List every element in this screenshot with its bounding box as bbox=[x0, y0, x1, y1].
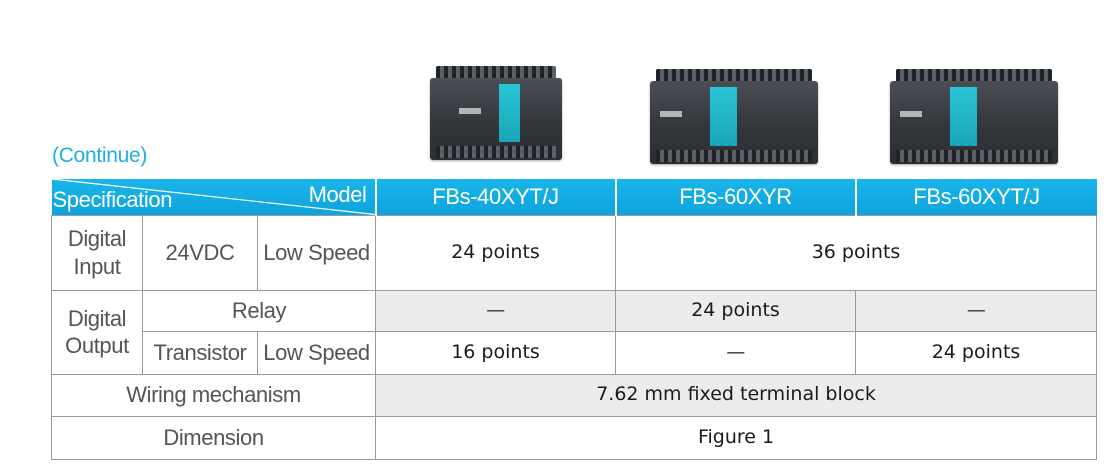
relay-row: Digital Output Relay — 24 points — bbox=[51, 289, 1098, 375]
digital-input-row: Digital Input 24VDC Low Speed 24 points … bbox=[51, 214, 1098, 291]
wiring-value: 7.62 mm fixed terminal block bbox=[375, 373, 1098, 417]
transistor-value-3: 24 points bbox=[855, 330, 1098, 375]
digital-input-label: Digital Input bbox=[51, 214, 143, 291]
digital-input-voltage: 24VDC bbox=[142, 214, 258, 291]
transistor-value-1: 16 points bbox=[375, 330, 617, 375]
wiring-row: Wiring mechanism 7.62 mm fixed terminal … bbox=[50, 373, 1098, 417]
transistor-value-2: — bbox=[615, 330, 857, 375]
product-image-fbs-60xyt-j bbox=[890, 69, 1058, 164]
spec-model-header-cell: Model Specification bbox=[51, 179, 377, 215]
transistor-speed: Low Speed bbox=[256, 330, 377, 375]
relay-value-3: — bbox=[855, 289, 1098, 332]
digital-input-speed: Low Speed bbox=[256, 214, 377, 291]
relay-value-2: 24 points bbox=[615, 289, 857, 332]
digital-output-label: Digital Output bbox=[51, 289, 143, 375]
transistor-row: Transistor Low Speed 16 points — 24 poin… bbox=[52, 330, 1098, 375]
transistor-label: Transistor bbox=[142, 330, 258, 375]
digital-input-value-2: 36 points bbox=[615, 214, 1098, 291]
dimension-row: Dimension Figure 1 bbox=[50, 415, 1098, 460]
wiring-label: Wiring mechanism bbox=[50, 373, 377, 417]
dimension-label: Dimension bbox=[50, 415, 377, 460]
digital-input-value-1: 24 points bbox=[375, 214, 617, 291]
specification-table: Model Specification FBs-40XYT/J FBs-60XY… bbox=[50, 179, 1098, 460]
model-header-3: FBs-60XYT/J bbox=[854, 179, 1097, 215]
product-image-fbs-60xyr bbox=[650, 69, 818, 164]
dimension-value: Figure 1 bbox=[375, 415, 1098, 460]
model-header-1: FBs-40XYT/J bbox=[374, 179, 617, 215]
specification-label: Specification bbox=[52, 187, 173, 212]
model-label: Model bbox=[308, 182, 367, 207]
continue-label: (Continue) bbox=[52, 144, 148, 167]
relay-label: Relay bbox=[141, 289, 377, 332]
header-row: Model Specification FBs-40XYT/J FBs-60XY… bbox=[51, 179, 1097, 215]
relay-value-1: — bbox=[375, 289, 617, 332]
product-image-fbs-40xyt-j bbox=[430, 66, 562, 160]
diagonal-divider bbox=[51, 179, 375, 215]
model-header-2: FBs-60XYR bbox=[614, 179, 857, 215]
